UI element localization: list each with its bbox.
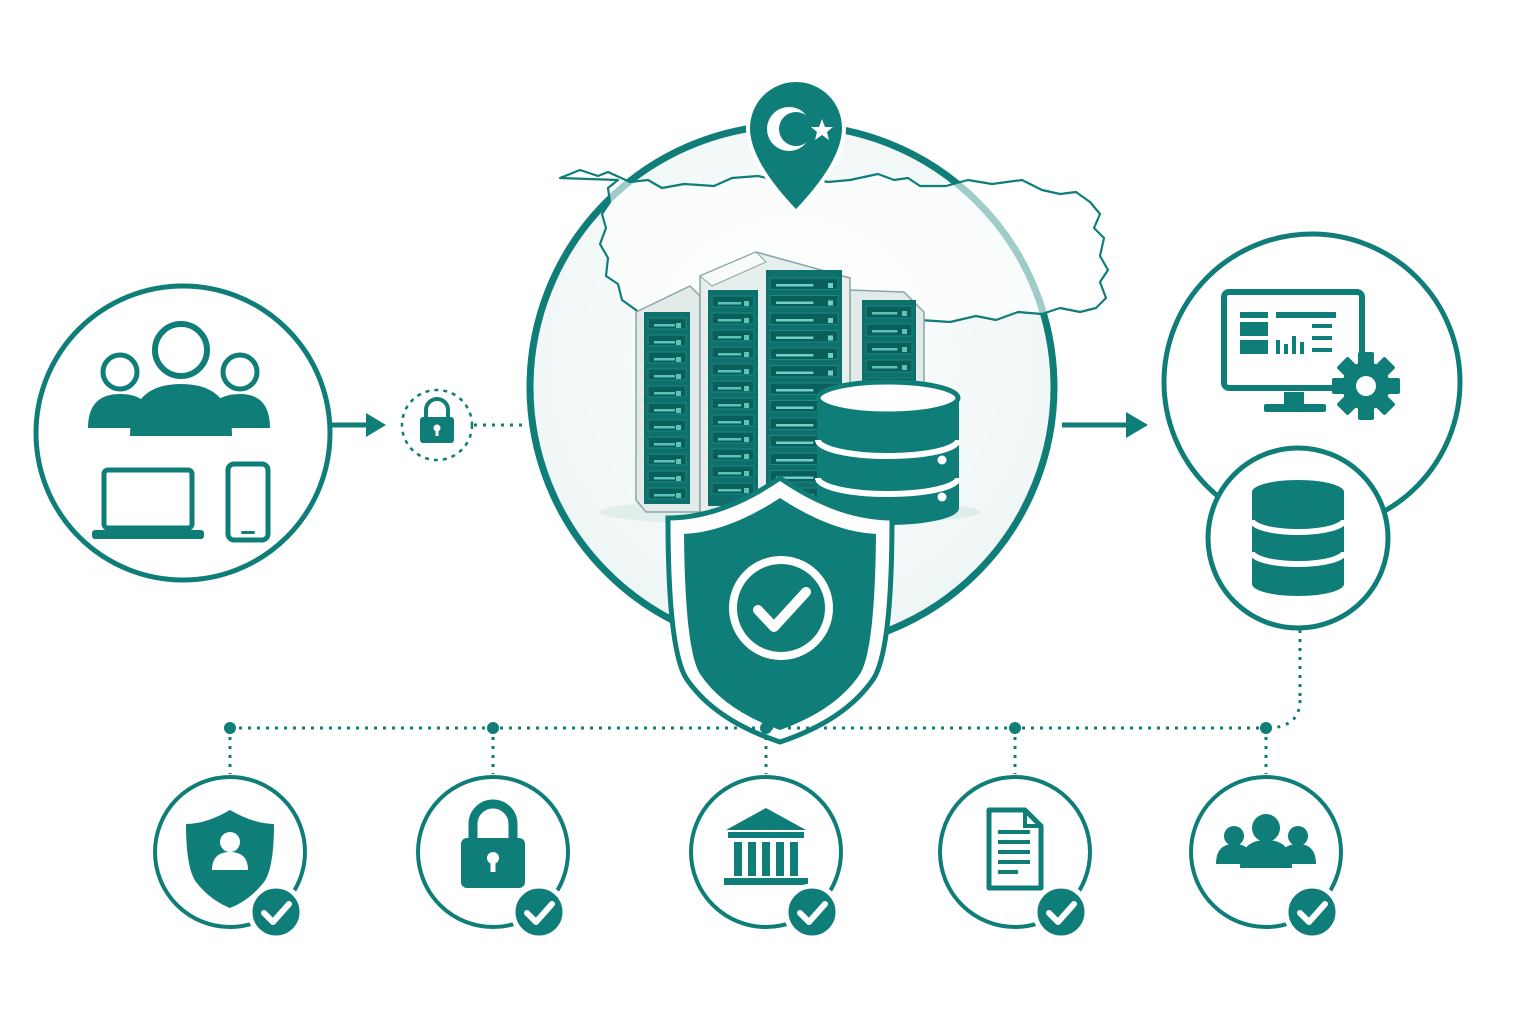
turkish-flag-icon <box>767 107 833 151</box>
compliance-item <box>689 775 843 941</box>
gear-icon <box>1332 352 1400 420</box>
laptop-icon <box>92 467 204 539</box>
server-rack-center <box>699 251 851 513</box>
compliance-item <box>1189 775 1343 941</box>
bank-building-icon <box>724 808 808 885</box>
arrow-to-management <box>1062 412 1148 438</box>
compliance-row <box>153 775 1343 941</box>
check-badge-icon <box>1283 883 1341 941</box>
shield-user-icon <box>186 810 274 908</box>
database-icon <box>815 379 961 525</box>
backup-database-node <box>1205 445 1391 631</box>
lock-icon <box>420 397 454 443</box>
compliance-item <box>938 775 1092 941</box>
check-badge-icon <box>783 883 841 941</box>
padlock-icon <box>461 799 525 888</box>
check-badge-icon <box>510 883 568 941</box>
compliance-item <box>153 775 307 941</box>
management-node <box>1161 231 1463 533</box>
check-badge-icon <box>1032 883 1090 941</box>
user-group-icon <box>1216 814 1316 868</box>
server-rack-left <box>635 285 701 513</box>
shield-check-icon <box>665 474 895 745</box>
document-icon <box>986 807 1044 891</box>
compliance-item <box>416 775 570 941</box>
users-node <box>33 283 333 583</box>
smartphone-icon <box>225 461 271 543</box>
compliance-bus <box>224 630 1302 774</box>
datacenter-node <box>526 78 1110 745</box>
database-icon <box>1249 480 1347 596</box>
users-group-icon <box>88 321 270 436</box>
monitor-dashboard-icon <box>1221 289 1365 412</box>
arrow-to-transit <box>330 413 386 437</box>
location-pin-icon <box>745 78 847 215</box>
transit-lock-node <box>400 388 474 462</box>
check-badge-icon <box>247 883 305 941</box>
